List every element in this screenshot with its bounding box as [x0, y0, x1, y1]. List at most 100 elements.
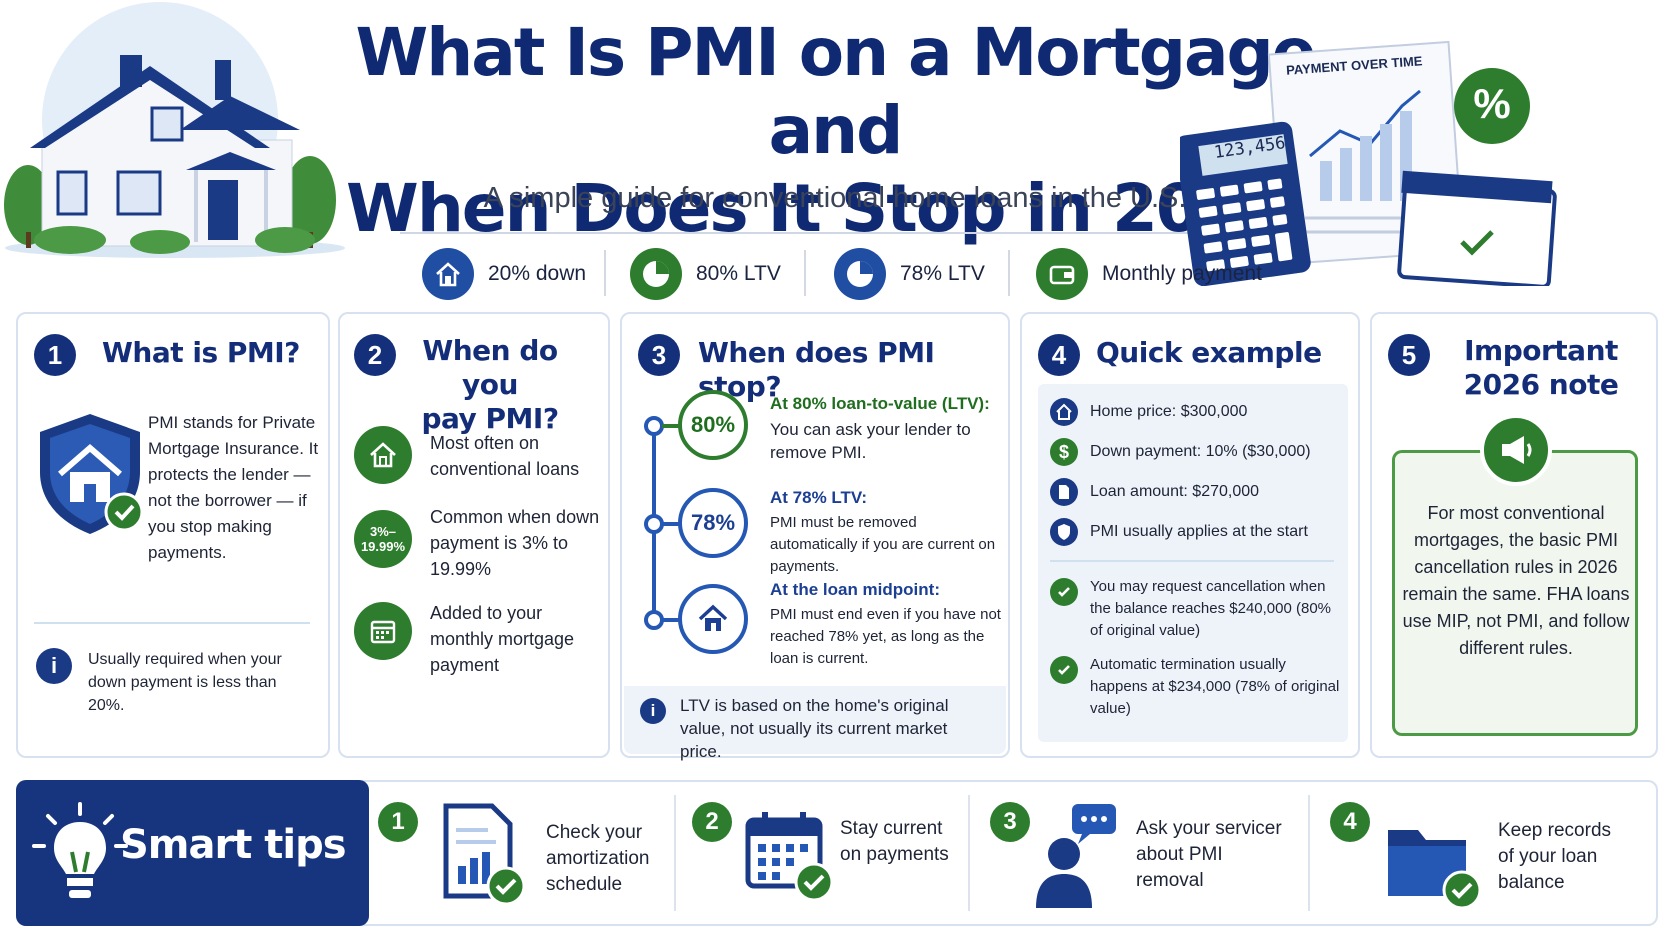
house-illustration	[0, 0, 350, 260]
card-when-pay-pmi: 2 When do you pay PMI? Most often on con…	[338, 312, 610, 758]
tip-line: balance	[1498, 872, 1565, 893]
card-number: 3	[638, 334, 680, 376]
fact-text: PMI usually applies at the start	[1090, 523, 1308, 540]
tip-line: Keep records	[1498, 820, 1612, 841]
card-when-pmi-stops: 3 When does PMI stop? 80% At 80% loan-to…	[620, 312, 1010, 761]
badge-line: 3%–	[369, 524, 397, 539]
fact-text: Home price: $300,000	[1090, 403, 1248, 420]
card-what-is-pmi: 1 What is PMI? PMI stands for Private Mo…	[16, 312, 330, 758]
check-icon	[1050, 578, 1078, 606]
home-icon	[1050, 398, 1078, 426]
tip-line: removal	[1136, 870, 1204, 891]
tip-number: 1	[378, 802, 418, 842]
title-line-1: What Is PMI on a Mortgage and	[355, 14, 1317, 169]
tip-text: Ask your servicer about PMI removal	[1136, 816, 1282, 894]
tip-line: Stay current	[840, 818, 943, 839]
tip-number: 2	[692, 802, 732, 842]
pay-item: Added to your monthly mortgage payment	[430, 603, 575, 675]
tip-separator	[968, 795, 970, 911]
title-line-2: When Does It Stop in 2026?	[346, 170, 1326, 247]
card-title-line: pay PMI?	[421, 402, 559, 435]
timeline-connector	[662, 522, 682, 526]
tip-text: Stay current on payments	[840, 816, 949, 868]
card-title: Important 2026 note	[1436, 334, 1646, 402]
pill-separator	[1008, 250, 1010, 296]
lightbulb-icon	[30, 802, 130, 906]
pie-chart-icon	[834, 248, 886, 300]
badge-line: 19.99%	[360, 539, 406, 554]
pay-item: Most often on conventional loans	[430, 433, 580, 479]
ltv-note-text: LTV is based on the home's original valu…	[680, 696, 949, 761]
card-number: 1	[34, 334, 76, 376]
tip-separator	[1308, 795, 1310, 911]
fact-text: Down payment: 10% ($30,000)	[1090, 443, 1311, 460]
step-text: PMI must be removed automatically if you…	[770, 514, 996, 575]
step-heading: At 78% LTV:	[770, 488, 867, 507]
percent-range-badge: 3%– 19.99%	[354, 510, 412, 568]
card-title-line: When do you	[422, 334, 558, 401]
house-icon	[422, 248, 474, 300]
tip-separator	[674, 795, 676, 911]
note-text: For most conventional mortgages, the bas…	[1402, 503, 1630, 658]
fact-text: Loan amount: $270,000	[1090, 483, 1260, 500]
card-title: Quick example	[1096, 336, 1322, 369]
info-icon: i	[36, 648, 72, 684]
shield-house-icon	[32, 408, 152, 538]
card-2026-note: 5 Important 2026 note For most conventio…	[1370, 312, 1658, 758]
tip-line: of your loan	[1498, 846, 1598, 867]
card-title: What is PMI?	[102, 336, 300, 369]
pill-label: 20% down	[488, 262, 587, 285]
example-panel: Home price: $300,000 $ Down payment: 10%…	[1038, 384, 1348, 742]
timeline-dot	[644, 514, 664, 534]
pmi-required-note: Usually required when your down payment …	[88, 651, 282, 714]
card-title: When does PMI stop?	[698, 336, 935, 403]
megaphone-icon	[1480, 414, 1552, 486]
pill-monthly-payment: Monthly payment	[1036, 246, 1262, 302]
pill-label: 80% LTV	[696, 262, 781, 285]
card-number: 2	[354, 334, 396, 376]
midpoint-house-badge	[678, 584, 748, 654]
tip-number: 3	[990, 802, 1030, 842]
card-title-line: Important	[1464, 334, 1618, 367]
pill-separator	[604, 250, 606, 296]
pill-20-down: 20% down	[422, 246, 586, 302]
smart-tips-header: Smart tips	[16, 780, 369, 926]
timeline-dot	[644, 610, 664, 630]
card-title-line: 2026 note	[1463, 368, 1619, 401]
info-icon: i	[640, 698, 666, 724]
card-title: When do you pay PMI?	[390, 334, 590, 436]
calendar-icon	[354, 602, 412, 660]
note-box	[1392, 450, 1638, 736]
card-number: 4	[1038, 334, 1080, 376]
card-divider	[34, 622, 310, 624]
divider	[400, 232, 1245, 234]
calendar-icon	[742, 806, 838, 902]
check-text: You may request cancellation when the ba…	[1090, 578, 1332, 639]
step-heading: At the loan midpoint:	[770, 580, 940, 599]
pill-label: Monthly payment	[1102, 262, 1262, 285]
pay-item: Common when down payment is 3% to 19.99%	[430, 507, 600, 579]
panel-divider	[1050, 560, 1334, 562]
timeline-connector	[662, 618, 682, 622]
step-heading: At 80% loan-to-value (LTV):	[770, 394, 990, 413]
ltv-80-badge: 80%	[678, 390, 748, 460]
smart-tips-title: Smart tips	[120, 822, 347, 868]
step-text: You can ask your lender to remove PMI.	[770, 420, 971, 462]
finance-illustration: PAYMENT OVER TIME 123,456 %	[1180, 36, 1565, 286]
timeline-connector	[662, 424, 682, 428]
shield-icon	[1050, 518, 1078, 546]
subtitle: A simple guide for conventional home loa…	[483, 182, 1187, 214]
house-icon	[354, 426, 412, 484]
tip-line: amortization	[546, 848, 650, 869]
dollar-icon: $	[1050, 438, 1078, 466]
folder-icon	[1384, 816, 1488, 912]
tip-line: schedule	[546, 874, 623, 895]
pill-label: 78% LTV	[900, 262, 985, 285]
page-title: What Is PMI on a Mortgage and When Does …	[330, 14, 1340, 248]
tip-line: Ask your servicer	[1136, 818, 1282, 839]
tip-text: Check your amortization schedule	[546, 820, 650, 898]
step-text: PMI must end even if you have not reache…	[770, 606, 1001, 667]
ltv-note-box: i LTV is based on the home's original va…	[624, 686, 1006, 761]
card-number: 5	[1388, 334, 1430, 376]
pmi-description: PMI stands for Private Mortgage Insuranc…	[148, 413, 319, 562]
